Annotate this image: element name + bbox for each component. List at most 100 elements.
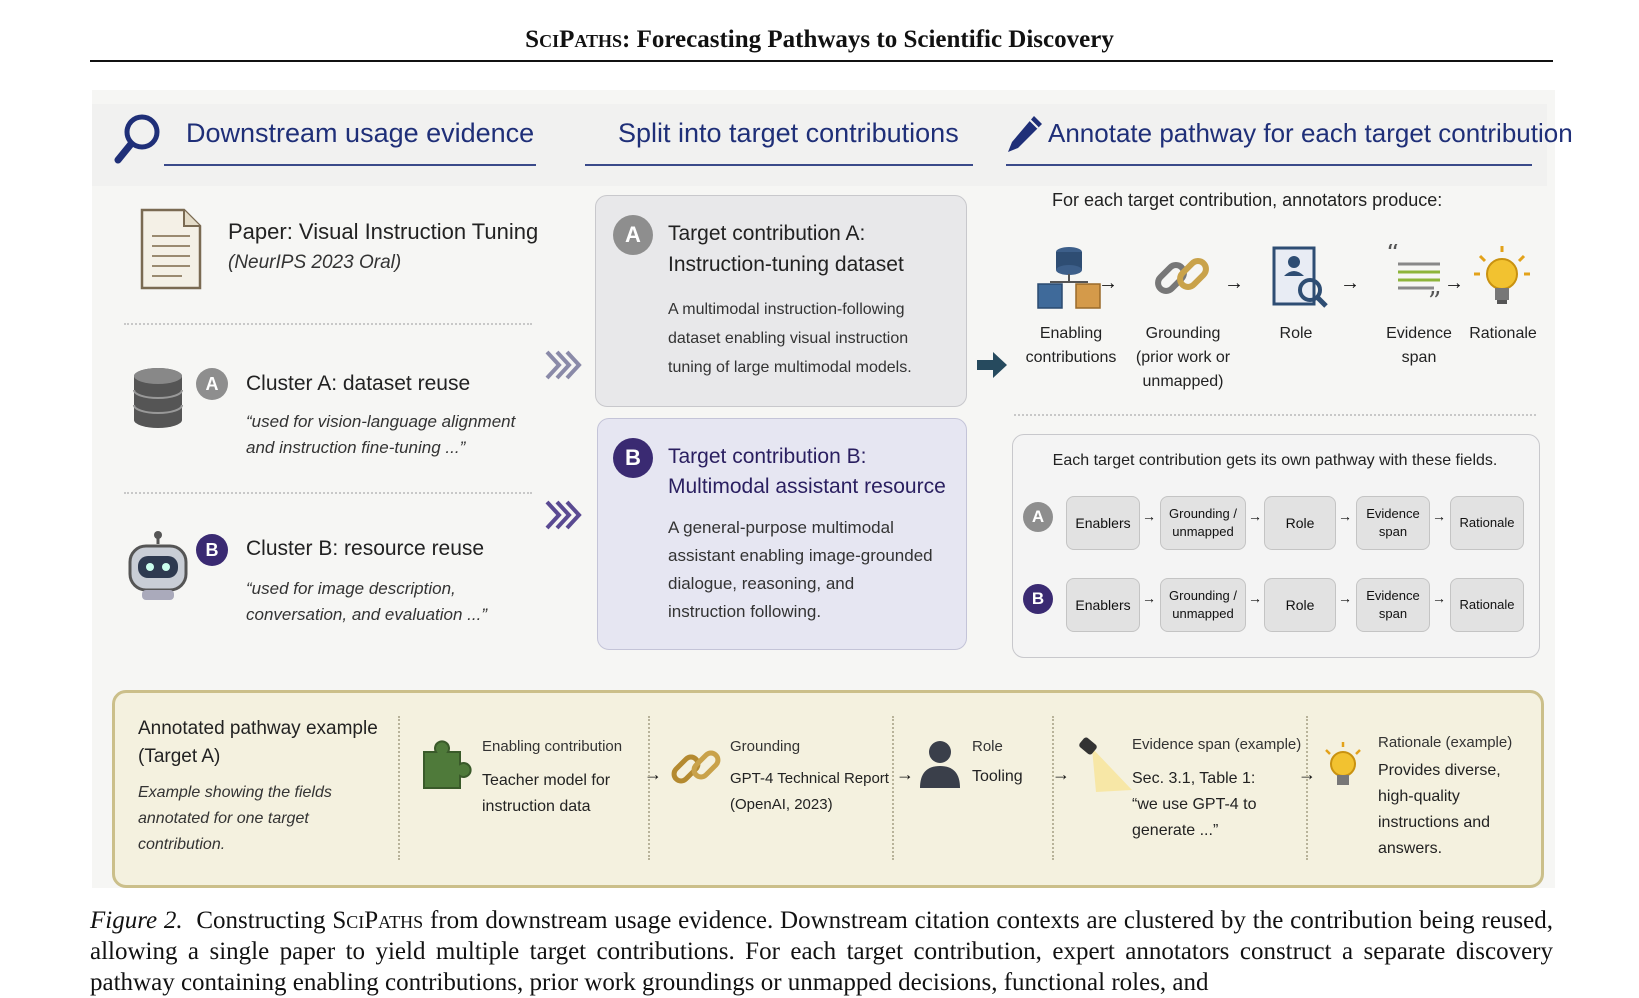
rationale-value-line4: answers. <box>1378 840 1443 857</box>
cluster-b-title: Cluster B: resource reuse <box>246 537 485 560</box>
pill-rationale: Rationale <box>1450 578 1524 632</box>
divider <box>892 716 894 860</box>
cluster-a-quote-line2: and instruction fine-tuning ...” <box>246 438 466 457</box>
document-search-icon <box>1272 246 1328 308</box>
example-title-line2: (Target A) <box>138 746 221 767</box>
target-card-a <box>595 195 967 407</box>
enabling-value-line2: instruction data <box>482 798 591 815</box>
pencil-icon <box>1008 116 1042 152</box>
svg-text:”: ” <box>1428 287 1441 312</box>
chain-icon <box>1155 258 1209 294</box>
target-a-title-line2: Instruction-tuning dataset <box>668 253 904 276</box>
target-b-title-line2: Multimodal assistant resource <box>668 475 946 498</box>
enabling-label: Enabling contribution <box>482 738 623 755</box>
rationale-label: Rationale (example) <box>1378 734 1513 751</box>
divider <box>1052 716 1054 860</box>
field-label-evidence: Evidence span <box>1386 325 1452 366</box>
running-head: SciPaths: Forecasting Pathways to Scient… <box>525 26 1114 53</box>
pathway-box-title: Each target contribution gets its own pa… <box>1052 452 1498 469</box>
col1-header: Downstream usage evidence <box>186 118 535 148</box>
field-label-role: Role <box>1279 325 1313 342</box>
target-b-desc-line4: instruction following. <box>668 602 822 621</box>
rationale-value-line2: high-quality <box>1378 788 1460 805</box>
example-desc-line3: contribution. <box>138 836 226 853</box>
example-title-line1: Annotated pathway example <box>138 718 378 739</box>
pill-role: Role <box>1264 578 1336 632</box>
target-b-desc-line2: assistant enabling image-grounded <box>668 546 933 565</box>
chain-icon <box>671 750 721 784</box>
target-card-b <box>597 418 967 650</box>
target-b-badge: B <box>613 438 653 478</box>
figure-header-band <box>92 104 1547 186</box>
enabling-icon <box>1037 247 1101 309</box>
divider <box>124 492 532 494</box>
pill-role: Role <box>1264 496 1336 550</box>
target-a-badge: A <box>613 215 653 255</box>
lightbulb-icon <box>1325 742 1361 785</box>
divider <box>398 716 400 860</box>
target-b-title-line1: Target contribution B: <box>668 445 867 468</box>
rationale-value-line1: Provides diverse, <box>1378 762 1501 779</box>
field-label-rationale: Rationale <box>1469 325 1537 342</box>
divider <box>124 323 532 325</box>
cluster-a-quote-line1: “used for vision-language alignment <box>246 412 516 431</box>
pill-grounding: Grounding /unmapped <box>1160 496 1246 550</box>
arrow-glyph: → <box>1248 510 1262 525</box>
paper-venue: (NeurIPS 2023 Oral) <box>228 252 402 273</box>
pill-enablers: Enablers <box>1066 496 1140 550</box>
arrow-glyph: → <box>1340 272 1360 294</box>
annotate-intro: For each target contribution, annotators… <box>1052 190 1443 210</box>
evidence-label: Evidence span (example) <box>1132 736 1302 753</box>
col1-header-underline <box>164 164 536 166</box>
database-icon <box>133 368 183 428</box>
cluster-a-badge: A <box>196 368 228 400</box>
cluster-b-quote-line2: conversation, and evaluation ...” <box>246 605 487 624</box>
rationale-value-line3: instructions and <box>1378 814 1491 831</box>
target-a-desc-line3: tuning of large multimodal models. <box>668 359 912 376</box>
target-a-title-line1: Target contribution A: <box>668 222 866 245</box>
arrow-glyph: → <box>1142 510 1156 525</box>
evidence-value-line1: Sec. 3.1, Table 1: <box>1132 770 1256 787</box>
target-b-desc-line3: dialogue, reasoning, and <box>668 574 855 593</box>
cluster-a-title: Cluster A: dataset reuse <box>246 372 471 395</box>
target-b-desc-line1: A general-purpose multimodal <box>668 518 894 537</box>
person-icon <box>920 741 960 788</box>
arrow-glyph: → <box>1052 764 1070 784</box>
chevron-arrow-icon <box>545 500 582 530</box>
example-panel <box>112 690 1544 888</box>
right-arrow-icon <box>977 352 1007 378</box>
grounding-value-line2: (OpenAI, 2023) <box>730 796 833 813</box>
arrow-glyph: → <box>896 764 914 784</box>
col3-header: Annotate pathway for each target contrib… <box>1048 118 1573 148</box>
arrow-glyph: → <box>1444 272 1464 294</box>
role-value: Tooling <box>972 768 1023 785</box>
magnifier-icon <box>114 114 160 164</box>
figure-caption: Figure 2. Constructing SciPaths from dow… <box>90 907 1554 996</box>
evidence-value-line3: generate ...” <box>1132 822 1219 839</box>
quote-icon: “ ” <box>1386 244 1441 312</box>
arrow-glyph: → <box>1338 592 1352 607</box>
pathway-row-b-badge: B <box>1023 584 1053 614</box>
arrow-glyph: → <box>1432 592 1446 607</box>
col2-header-underline <box>585 164 973 166</box>
arrow-glyph: → <box>644 764 662 784</box>
pathway-row-a-badge: A <box>1023 502 1053 532</box>
arrow-glyph: → <box>1432 510 1446 525</box>
arrow-glyph: → <box>1142 592 1156 607</box>
grounding-value-line1: GPT-4 Technical Report <box>730 770 889 787</box>
divider <box>1306 716 1308 860</box>
robot-icon <box>128 531 188 600</box>
arrow-glyph: → <box>1098 272 1118 294</box>
col2-header: Split into target contributions <box>618 118 959 148</box>
divider <box>648 716 650 860</box>
pill-enablers: Enablers <box>1066 578 1140 632</box>
document-icon <box>140 208 202 290</box>
enabling-value-line1: Teacher model for <box>482 772 611 789</box>
field-label-grounding: Grounding (prior work or unmapped) <box>1135 325 1231 390</box>
pill-grounding: Grounding /unmapped <box>1160 578 1246 632</box>
lightbulb-icon <box>1474 246 1530 304</box>
chevron-arrow-icon <box>545 350 582 380</box>
evidence-value-line2: “we use GPT-4 to <box>1132 796 1257 813</box>
